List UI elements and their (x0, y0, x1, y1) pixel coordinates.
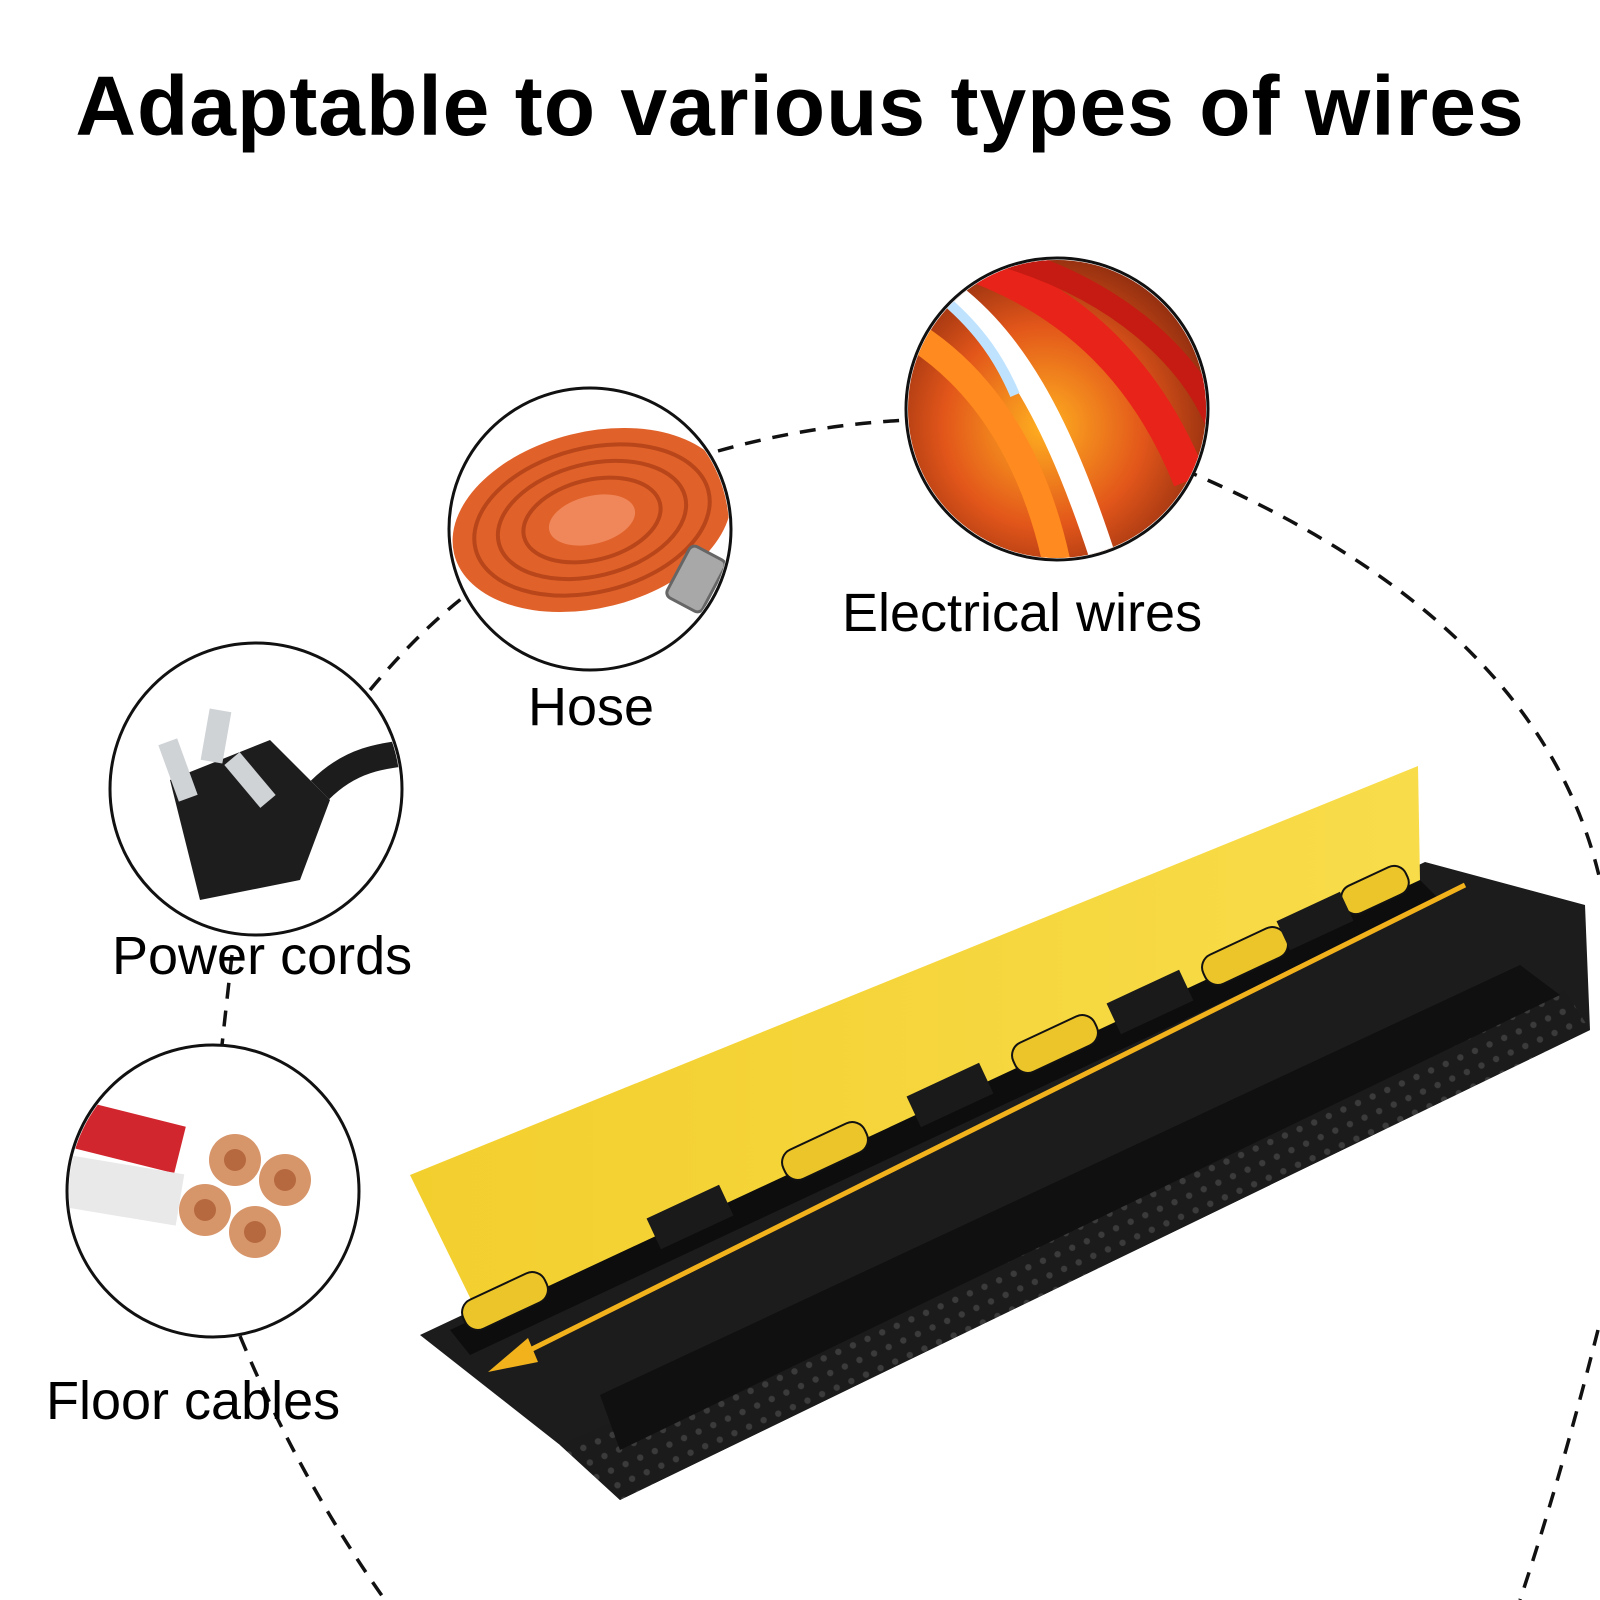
arc-large-bottom (1518, 1329, 1600, 1600)
arc-large (1181, 467, 1600, 881)
arc-power-floor (220, 954, 234, 1046)
label-electrical-wires: Electrical wires (842, 583, 1203, 643)
cable-protector-ramp (410, 766, 1590, 1500)
label-hose: Hose (528, 677, 655, 737)
arc-floor-bottom (238, 1335, 387, 1600)
label-floor-cables: Floor cables (46, 1371, 341, 1431)
dashed-connector (220, 418, 1600, 1600)
floor-cables-icon (65, 1043, 361, 1339)
hose-icon (447, 386, 733, 672)
arc-hose-elec (717, 418, 909, 453)
power-plug-icon (108, 641, 404, 937)
label-power-cords: Power cords (112, 926, 413, 986)
electrical-wires-icon (904, 256, 1210, 562)
page-title: Adaptable to various types of wires (75, 59, 1525, 153)
arc-power-hose (368, 590, 472, 692)
